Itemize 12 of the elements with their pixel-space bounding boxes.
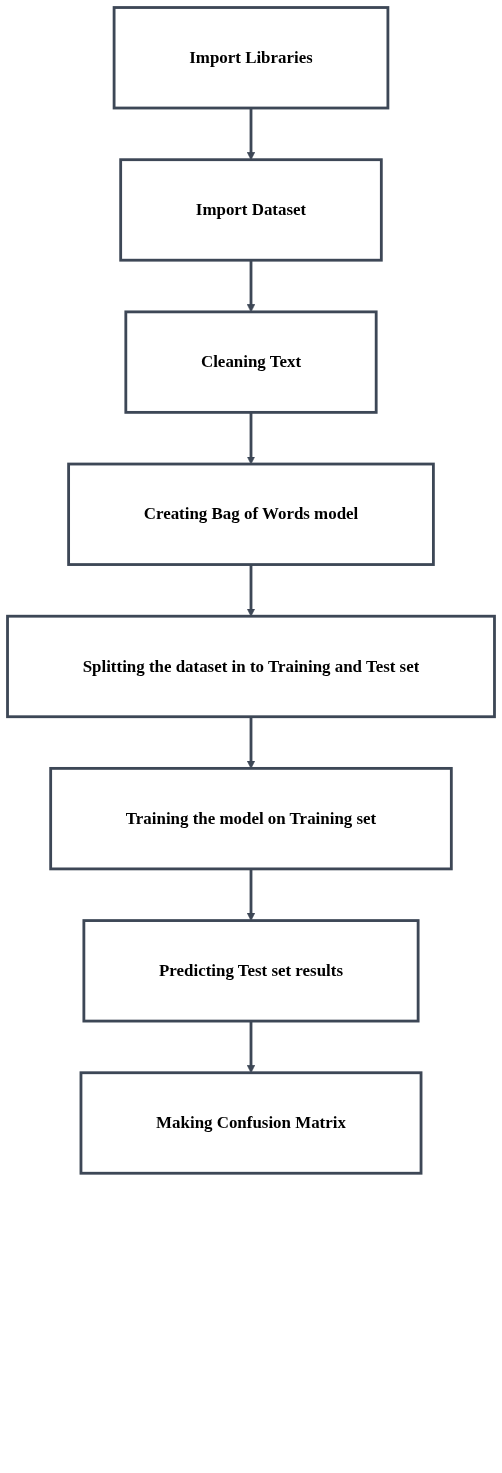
node-box: Import Libraries <box>112 6 390 110</box>
node-box: Cleaning Text <box>124 310 378 414</box>
node-box: Splitting the dataset in to Training and Test set <box>6 614 496 719</box>
arrow <box>246 412 256 465</box>
node-box: Import Dataset <box>119 158 383 262</box>
node-box: Training the model on Training set <box>49 767 453 871</box>
node-box: Making Confusion Matrix <box>79 1071 423 1175</box>
arrow <box>246 716 256 769</box>
arrow <box>246 868 256 921</box>
node-box: Creating Bag of Words model <box>67 462 435 566</box>
arrow <box>246 564 256 617</box>
node-box: Predicting Test set results <box>82 919 420 1023</box>
